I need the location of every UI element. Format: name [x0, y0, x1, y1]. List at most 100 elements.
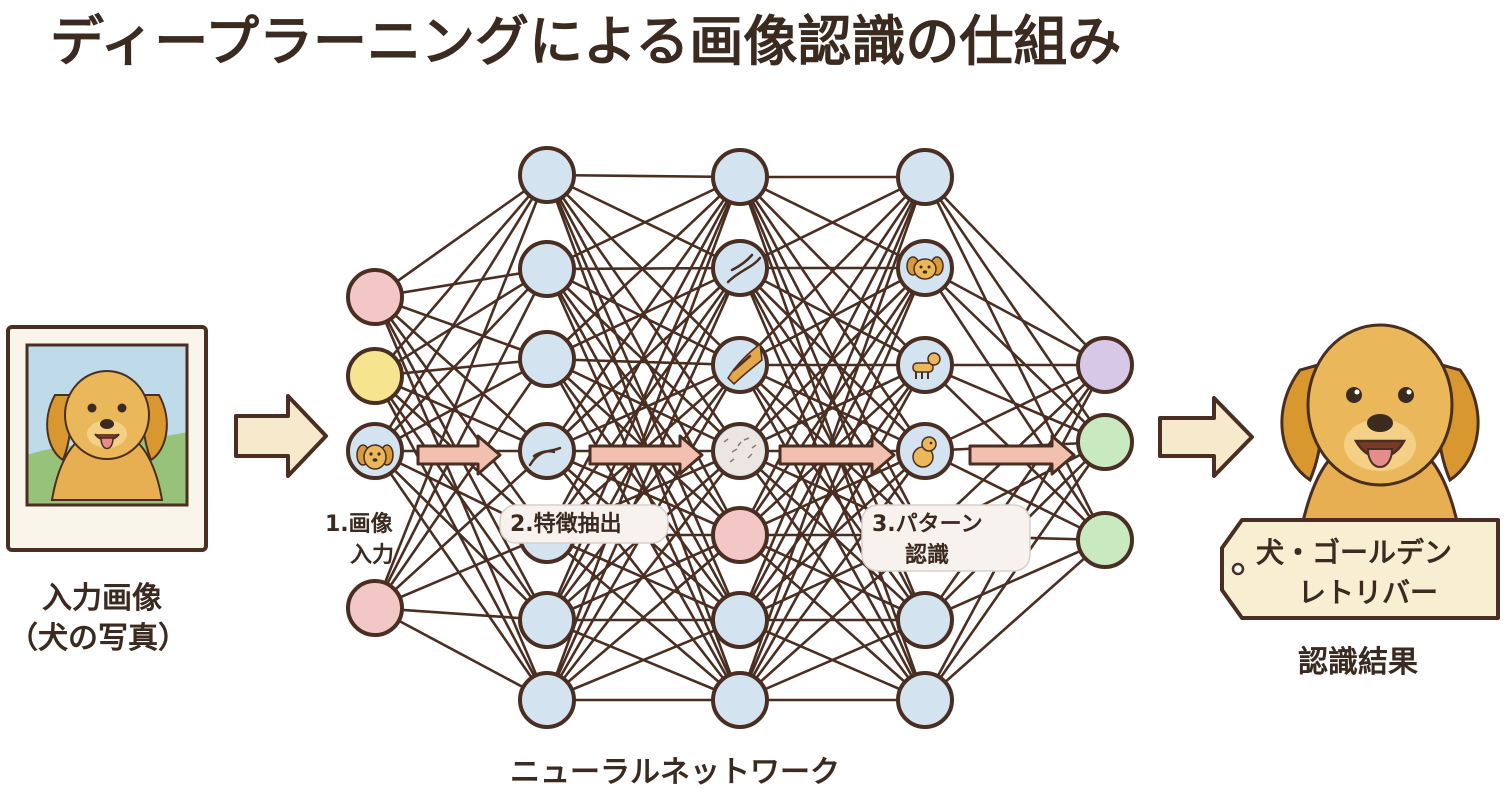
- connection-line: [739, 175, 926, 270]
- connection-line: [924, 539, 1106, 701]
- step-2-label: 2.特徴抽出: [510, 511, 622, 537]
- connection-line: [374, 357, 548, 453]
- step-3-label: 3.パターン: [872, 512, 983, 537]
- neuron-node-layer-2: [518, 330, 576, 388]
- connection-line: [923, 364, 1107, 621]
- connection-line: [546, 173, 741, 179]
- connection-line: [545, 176, 742, 536]
- connection-line: [374, 268, 548, 452]
- neuron-node-layer-1: [346, 347, 404, 405]
- dog-face-icon: [356, 444, 394, 470]
- flow-arrow-1: [416, 434, 502, 476]
- neuron-node-layer-4: [896, 591, 954, 649]
- connection-line: [738, 176, 927, 701]
- connection-line: [546, 357, 741, 367]
- connection-line: [374, 450, 548, 621]
- connection-line: [739, 176, 926, 366]
- flow-arrow-3: [778, 434, 896, 476]
- connection-line: [374, 533, 548, 610]
- input-caption-line2: （犬の写真）: [8, 621, 188, 656]
- neuron-node-layer-5: [1076, 511, 1134, 569]
- neuron-node-layer-4: [896, 671, 954, 729]
- connection-line: [546, 175, 741, 271]
- result-caption: 認識結果: [1298, 645, 1418, 680]
- tag-hole: [1231, 562, 1245, 576]
- connection-line: [738, 267, 927, 701]
- result-label-line2: レトリバー: [1298, 576, 1438, 609]
- neuron-node-layer-1: [346, 579, 404, 637]
- connection-line: [738, 267, 927, 621]
- connection-line: [374, 296, 548, 452]
- network-connections: [373, 173, 1107, 702]
- connection-line: [738, 176, 927, 621]
- connection-line: [546, 176, 741, 360]
- page-title: ディープラーニングによる画像認識の仕組み: [50, 10, 1121, 73]
- connection-line: [545, 267, 742, 621]
- neuron-node-layer-2: [518, 146, 576, 204]
- result-label-line1: 犬・ゴールデン: [1256, 536, 1452, 569]
- connection-line: [374, 374, 548, 453]
- flow-arrow-2: [588, 434, 704, 476]
- connection-line: [373, 296, 549, 536]
- neuron-node-layer-5: [1076, 413, 1134, 471]
- connection-line: [923, 176, 1107, 443]
- connection-line: [924, 266, 1106, 367]
- connection-line: [546, 618, 741, 702]
- connection-line: [373, 358, 549, 609]
- fur-texture-icon: [727, 342, 763, 386]
- connection-line: [738, 450, 927, 701]
- connection-line: [374, 267, 548, 299]
- input-photo: [6, 325, 208, 552]
- connection-line: [374, 173, 548, 299]
- connection-line: [738, 364, 927, 621]
- connection-line: [738, 176, 927, 536]
- connection-line: [738, 364, 927, 701]
- edge-feature-icon: [726, 253, 762, 284]
- flow-arrows: [416, 434, 1076, 476]
- neuron-node-layer-4: [896, 148, 954, 206]
- connection-line: [738, 176, 927, 452]
- connection-line: [373, 450, 549, 701]
- result-dog: [1280, 323, 1480, 537]
- sitting-dog-icon: [912, 436, 937, 468]
- connection-line: [373, 375, 549, 701]
- connection-line: [545, 364, 742, 621]
- neuron-node-layer-3: [711, 506, 769, 564]
- connection-line: [374, 174, 548, 377]
- result-tag: 犬・ゴールデン レトリバー: [1220, 518, 1500, 620]
- step-label-bg-3: [861, 504, 1031, 572]
- connection-line: [373, 174, 549, 452]
- input-arrow: [234, 394, 328, 478]
- connection-line: [739, 363, 926, 453]
- connection-line: [739, 618, 926, 702]
- connection-line: [546, 267, 741, 367]
- connection-line: [546, 357, 741, 453]
- connection-line: [545, 358, 742, 621]
- node-icons: [356, 253, 944, 475]
- output-arrow: [1158, 396, 1254, 478]
- connection-line: [373, 375, 549, 621]
- input-caption-line1: 入力画像: [42, 581, 162, 616]
- connection-line: [924, 267, 1106, 443]
- neuron-node-layer-3: [711, 591, 769, 649]
- connection-line: [373, 268, 549, 609]
- step-3-label-line2: 認識: [905, 542, 949, 568]
- connection-line: [546, 267, 741, 452]
- connection-line: [545, 176, 742, 452]
- connection-line: [923, 176, 1107, 541]
- neuron-node-layer-1: [346, 268, 404, 326]
- neuron-node-layer-3: [711, 239, 769, 297]
- neuron-node-layer-5: [1076, 336, 1134, 394]
- connection-line: [924, 176, 1106, 366]
- connection-line: [545, 176, 742, 621]
- connection-line: [374, 295, 548, 361]
- neuron-node-layer-2: [518, 671, 576, 729]
- neuron-node-layer-3: [711, 671, 769, 729]
- step-label-bg-2: [499, 504, 669, 544]
- tag-shape: [1220, 518, 1500, 620]
- connection-line: [739, 266, 926, 367]
- connection-line: [545, 176, 742, 701]
- connection-line: [739, 450, 926, 621]
- connection-line: [546, 534, 741, 701]
